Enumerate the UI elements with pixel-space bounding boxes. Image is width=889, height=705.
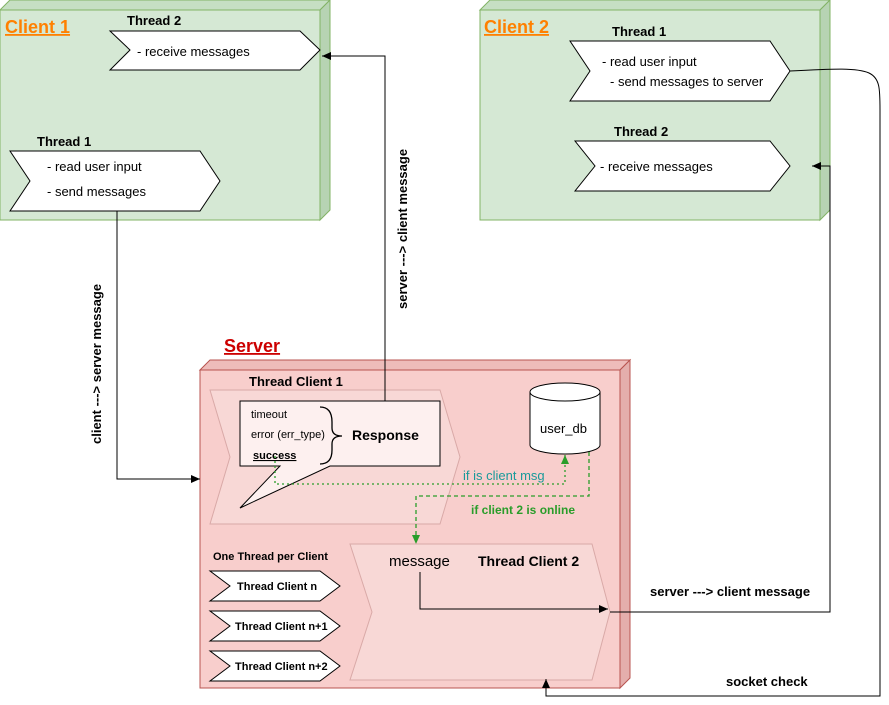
response-brace bbox=[319, 406, 343, 465]
response-item-timeout: timeout bbox=[251, 409, 287, 421]
response-item-error: error (err_type) bbox=[251, 429, 325, 441]
server-title: Server bbox=[224, 336, 280, 356]
thread-client1-label: Thread Client 1 bbox=[249, 374, 343, 389]
label-server-to-client-horizontal: server ---> client message bbox=[650, 584, 810, 599]
client1-title: Client 1 bbox=[5, 17, 70, 37]
client1-thread2-shape bbox=[108, 30, 321, 71]
one-thread-per-client-label: One Thread per Client bbox=[213, 551, 328, 563]
thread-client-n-label: Thread Client n bbox=[237, 581, 317, 593]
client1-thread2-label: Thread 2 bbox=[127, 13, 181, 28]
client2-thread2-label: Thread 2 bbox=[614, 124, 668, 139]
message-label: message bbox=[389, 553, 450, 570]
thread-client-n1-shape bbox=[208, 610, 341, 642]
response-label: Response bbox=[352, 427, 419, 443]
label-server-to-client-vertical: server ---> client message bbox=[395, 149, 410, 309]
client2-thread1-line-2: - send messages to server bbox=[610, 74, 764, 89]
user-db bbox=[529, 382, 601, 455]
client1-thread1-line-2: - send messages bbox=[47, 184, 146, 199]
user-db-label: user_db bbox=[540, 421, 587, 436]
client2-title: Client 2 bbox=[484, 17, 549, 37]
thread-client-n2-label: Thread Client n+2 bbox=[235, 661, 328, 673]
client1-thread1-shape bbox=[9, 150, 221, 212]
label-if-client-msg: if is client msg bbox=[463, 468, 545, 483]
label-client-to-server: client ---> server message bbox=[89, 284, 104, 444]
client2-thread1-label: Thread 1 bbox=[612, 24, 666, 39]
label-socket-check: socket check bbox=[726, 674, 808, 689]
thread-client-n2-shape bbox=[208, 650, 341, 682]
client2-thread1-shape bbox=[569, 40, 791, 102]
edge-client1-to-server bbox=[116, 211, 200, 483]
edge-server-to-client2 bbox=[610, 162, 831, 613]
edge-client2-socket-check bbox=[542, 68, 881, 697]
edge-response-to-client1 bbox=[322, 52, 386, 401]
thread-client-n-shape bbox=[208, 570, 341, 602]
thread-client-n1-label: Thread Client n+1 bbox=[235, 621, 328, 633]
label-if-client2-online: if client 2 is online bbox=[471, 503, 575, 517]
response-callout bbox=[239, 400, 441, 509]
client2-thread2-line-1: - receive messages bbox=[600, 159, 713, 174]
client2-thread2-shape bbox=[573, 140, 791, 192]
client1-thread2-line-1: - receive messages bbox=[137, 44, 250, 59]
thread-client2-shape bbox=[349, 543, 611, 681]
client1-thread1-label: Thread 1 bbox=[37, 134, 91, 149]
thread-client2-label: Thread Client 2 bbox=[478, 553, 579, 569]
edge-db-to-message bbox=[412, 452, 590, 544]
client1-thread1-line-1: - read user input bbox=[47, 159, 142, 174]
client2-thread1-line-1: - read user input bbox=[602, 54, 697, 69]
edge-message-to-thread-end bbox=[419, 572, 608, 613]
